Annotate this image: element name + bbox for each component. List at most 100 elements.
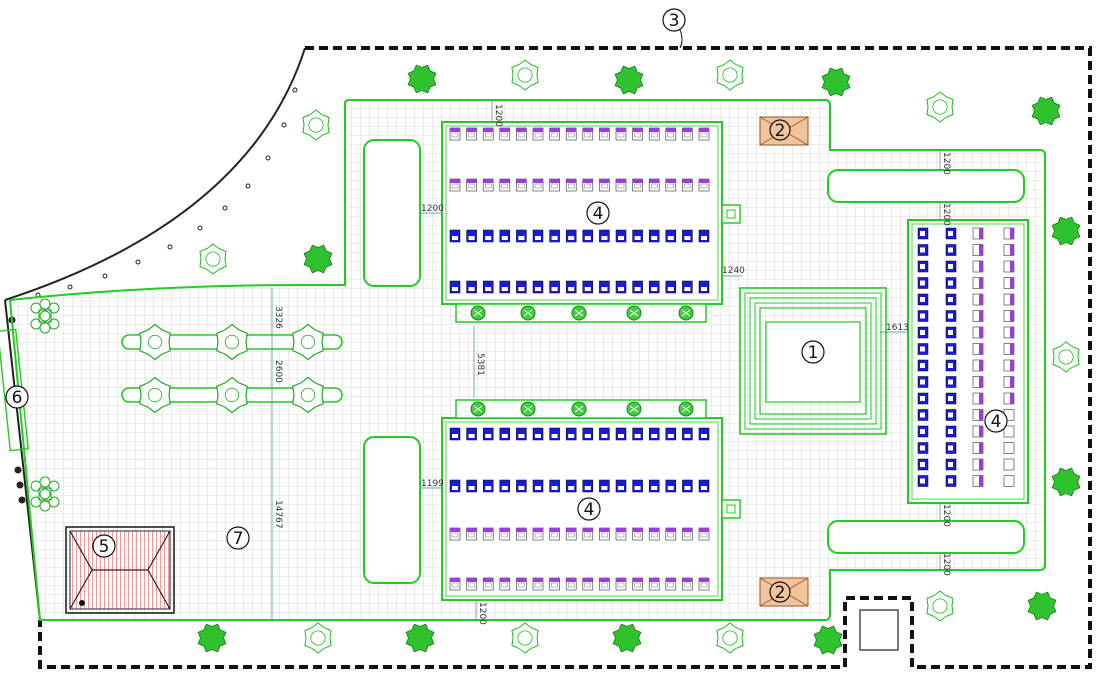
tomb [682, 527, 693, 541]
tree-outline [302, 109, 330, 141]
plaza-grid [8, 99, 1046, 621]
tomb [945, 293, 957, 306]
tree-solid [197, 623, 227, 653]
tomb [615, 479, 627, 493]
tomb [972, 425, 984, 438]
tree-outline [1052, 341, 1080, 373]
bed-tree [292, 323, 324, 361]
plant-cluster [30, 476, 60, 512]
svg-text:1: 1 [808, 343, 819, 363]
tomb [565, 479, 577, 493]
tomb [565, 527, 577, 541]
label-4-right: 4 [984, 409, 1008, 433]
tomb [565, 127, 577, 141]
tomb [549, 527, 560, 541]
tomb [1003, 244, 1015, 256]
tomb [532, 280, 544, 294]
tomb [972, 310, 984, 322]
tomb [945, 458, 957, 471]
label-5: 5 [92, 534, 116, 558]
tomb [599, 280, 610, 294]
dim-right-zone-bottom-b: 1200 [941, 553, 951, 576]
svg-text:2: 2 [775, 583, 786, 603]
tomb [698, 229, 710, 243]
tomb [615, 427, 627, 441]
label-2-bottom: 2 [769, 581, 791, 603]
tomb [549, 229, 560, 243]
tomb [582, 577, 594, 591]
tomb [945, 227, 957, 240]
tomb [648, 479, 660, 493]
dim-between-blocks: 5381 [475, 353, 485, 376]
tomb [599, 427, 610, 441]
svg-text:7: 7 [233, 529, 244, 549]
label-4-top: 4 [586, 201, 610, 225]
tomb [945, 244, 957, 256]
tomb [565, 577, 577, 591]
tomb [565, 427, 577, 441]
tomb [917, 359, 929, 372]
tomb [1003, 326, 1015, 339]
label-3: 3 [662, 8, 686, 49]
tomb [648, 527, 660, 541]
tomb [917, 458, 929, 471]
shrub [470, 401, 486, 417]
tomb [1003, 260, 1015, 273]
small-kiosk-top [721, 204, 741, 224]
dim-top-block-gap: 1200 [493, 104, 503, 127]
dimension-lines [271, 100, 941, 620]
shrub [470, 305, 486, 321]
tomb [917, 425, 929, 438]
svg-text:5: 5 [99, 537, 110, 557]
tomb [549, 479, 560, 493]
shrub [520, 401, 536, 417]
tomb [917, 293, 929, 306]
tomb [549, 427, 560, 441]
tomb [682, 127, 693, 141]
planter-right-top [827, 169, 1025, 203]
tomb [972, 244, 984, 256]
tomb [917, 392, 929, 405]
tree-outline [926, 590, 954, 622]
tomb [466, 178, 477, 192]
bed-tree [139, 323, 171, 361]
perimeter-trees-group [197, 59, 1081, 655]
tomb [945, 425, 957, 438]
tomb [972, 376, 984, 388]
tree-outline [304, 622, 332, 654]
tomb [682, 577, 693, 591]
tree-outline [511, 622, 539, 654]
tomb [615, 229, 627, 243]
tomb [532, 527, 544, 541]
dim-right-of-top-block: 1240 [722, 266, 745, 276]
tomb [972, 442, 984, 454]
label-2-top: 2 [769, 119, 791, 141]
tomb [917, 227, 929, 240]
tomb [499, 127, 511, 141]
tomb [1003, 442, 1015, 454]
tomb [1003, 376, 1015, 388]
tomb [582, 527, 594, 541]
shrub [571, 305, 587, 321]
tree-outline [716, 59, 744, 91]
tomb [972, 359, 984, 372]
tree-outline [199, 243, 227, 275]
tomb [945, 326, 957, 339]
tomb [449, 127, 461, 141]
tomb [665, 479, 677, 493]
tomb [599, 577, 610, 591]
dim-right-zone-bottom-a: 1200 [941, 504, 951, 527]
tree-outline [716, 622, 744, 654]
planter-right-bottom [827, 520, 1025, 554]
tomb [648, 127, 660, 141]
tomb [665, 178, 677, 192]
shrub [678, 401, 694, 417]
tomb [632, 479, 643, 493]
dim-long-vertical: 14767 [273, 500, 283, 529]
tomb [972, 277, 984, 289]
tomb [549, 577, 560, 591]
tomb [449, 229, 461, 243]
tomb [482, 229, 494, 243]
building-5 [65, 526, 175, 614]
tomb [516, 280, 527, 294]
